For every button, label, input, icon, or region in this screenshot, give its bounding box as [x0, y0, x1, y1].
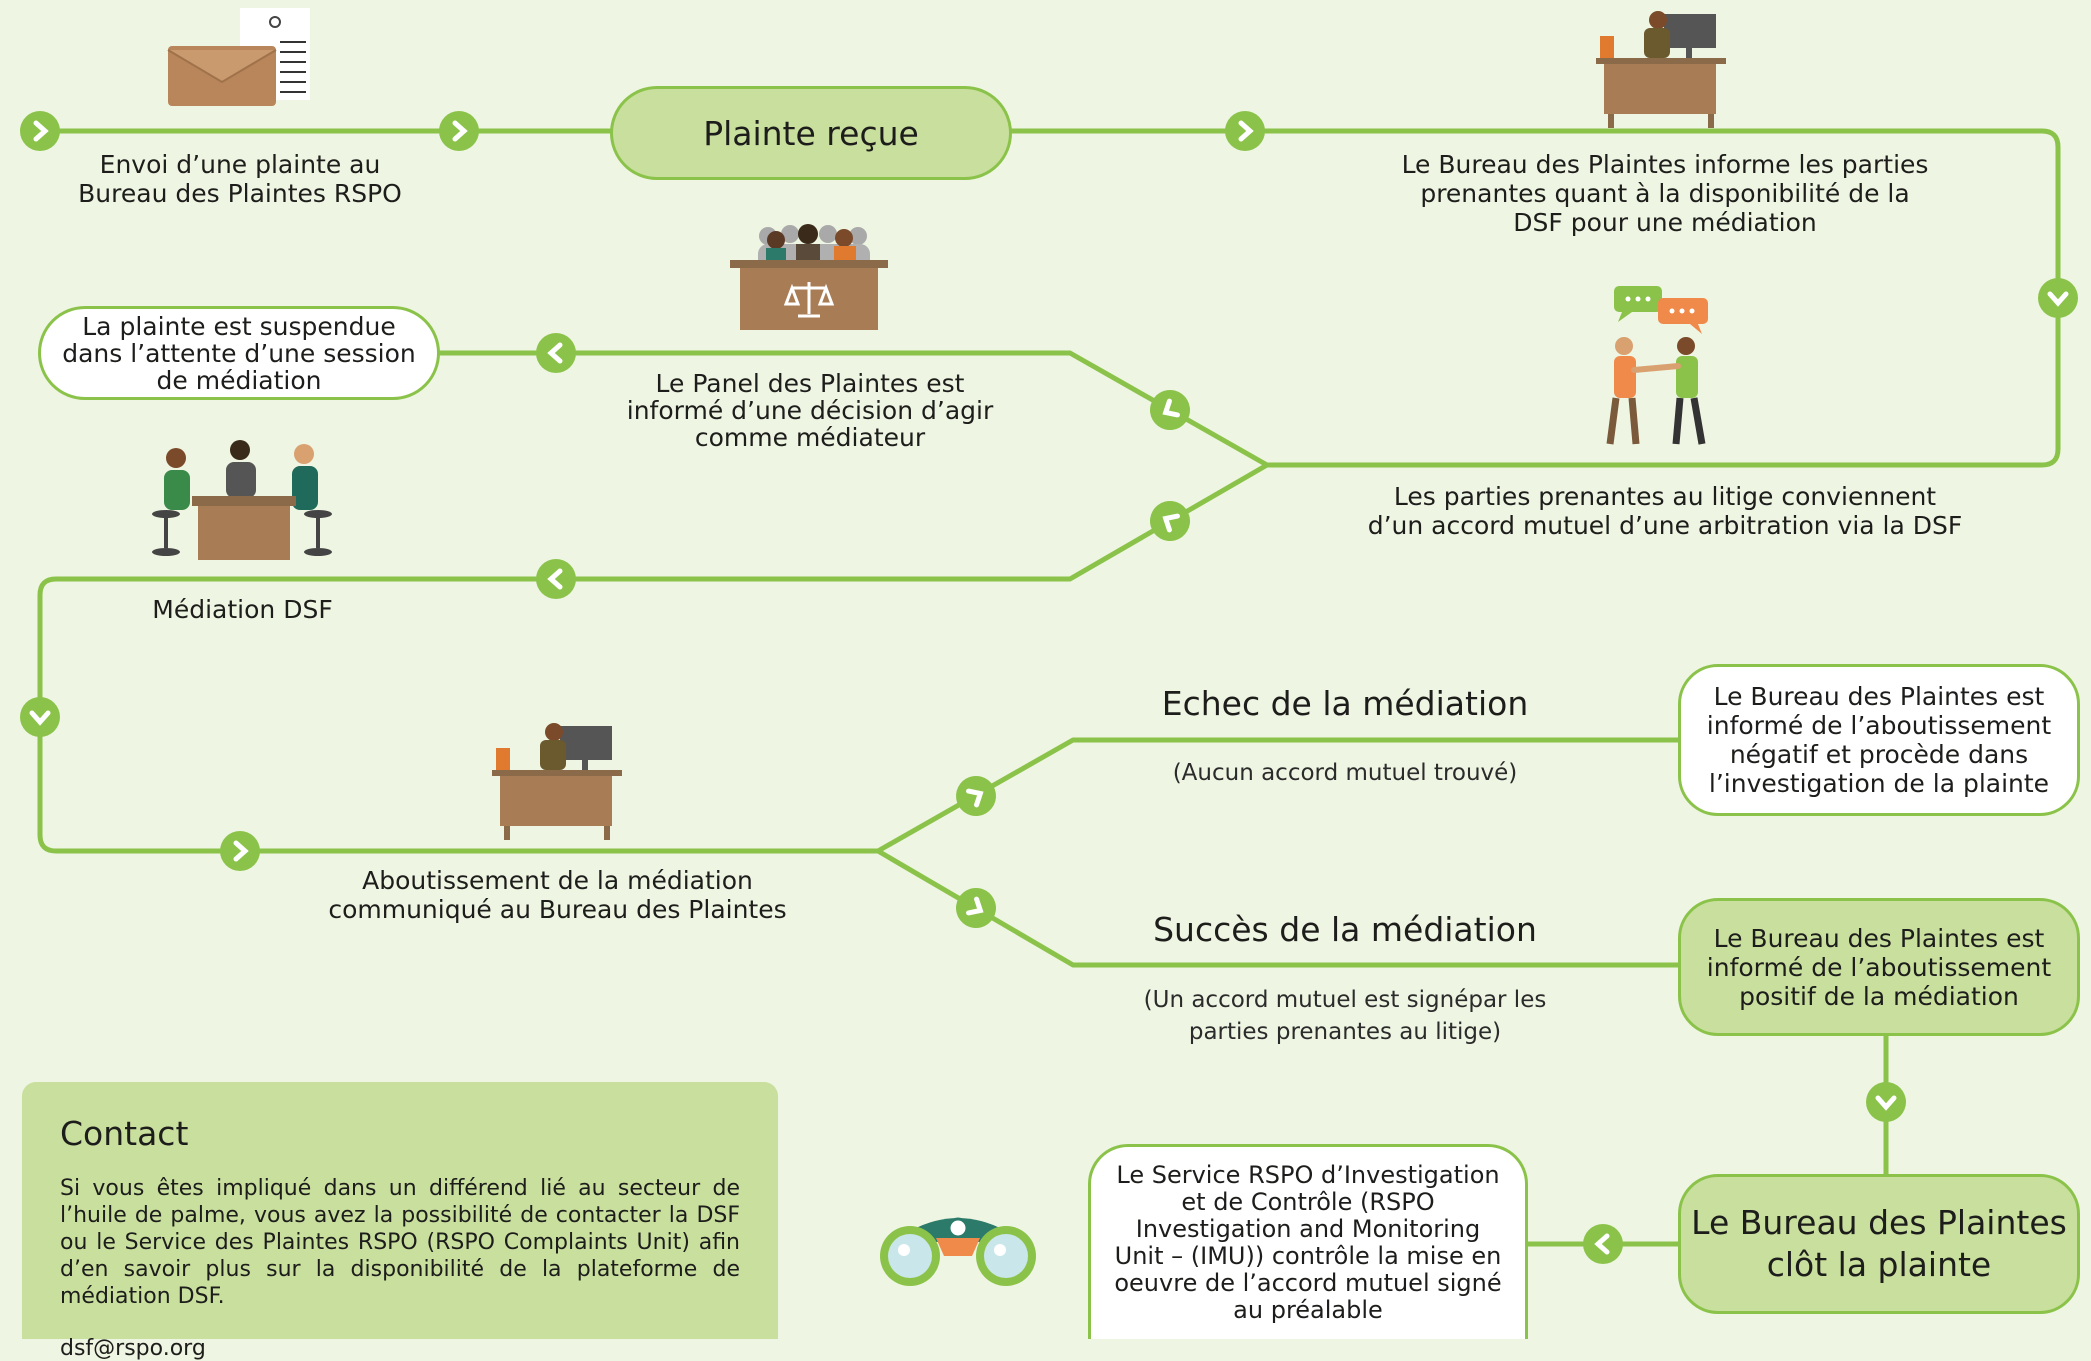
node-imu-monitors: Le Service RSPO d’Investigation et de Co…: [1088, 1144, 1528, 1339]
office-worker-icon: [1596, 11, 1726, 128]
node-complaint-sent: Envoi d’une plainte au Bureau des Plaint…: [78, 150, 402, 208]
arrow-down-right-icon: [956, 888, 996, 928]
arrow-down-icon: [1866, 1082, 1906, 1122]
arrow-right-icon: [20, 111, 60, 151]
node-complaint-suspended: La plainte est suspendue dans l’attente …: [38, 306, 440, 400]
contact-email[interactable]: dsf@rspo.org: [60, 1336, 206, 1361]
contact-title: Contact: [60, 1114, 189, 1153]
node-outcome-communicated: Aboutissement de la médiation communiqué…: [328, 866, 787, 924]
node-bureau-informs: Le Bureau des Plaintes informe les parti…: [1401, 150, 1929, 237]
arrow-right-icon: [220, 831, 260, 871]
branch-success-title: Succès de la médiation: [1153, 910, 1537, 949]
node-imu-monitors-label: Le Service RSPO d’Investigation et de Co…: [1114, 1161, 1502, 1324]
meeting-table-icon: [152, 440, 332, 560]
node-success-result-label: Le Bureau des Plaintes est informé de l’…: [1706, 923, 2052, 1011]
line-success: [876, 848, 1680, 968]
node-complaint-suspended-label: La plainte est suspendue dans l’attente …: [62, 311, 416, 395]
node-success-result: Le Bureau des Plaintes est informé de l’…: [1678, 898, 2080, 1036]
arrow-down-icon: [2038, 278, 2078, 318]
node-bureau-closes: Le Bureau des Plaintes clôt la plainte: [1678, 1174, 2080, 1314]
office-worker-icon: [492, 723, 622, 840]
arrow-down-icon: [20, 697, 60, 737]
branch-failure-note: (Aucun accord mutuel trouvé): [1172, 760, 1518, 786]
arrow-up-left-icon: [1150, 390, 1190, 430]
binoculars-icon: [880, 1217, 1036, 1286]
line-to-panel-and-suspended: [438, 350, 1269, 468]
arrow-right-icon: [439, 111, 479, 151]
node-complaint-received-label: Plainte reçue: [703, 113, 919, 153]
arrow-left-icon: [1583, 1224, 1623, 1264]
panel-judges-icon: [730, 224, 888, 330]
contact-panel: Contact Si vous êtes impliqué dans un di…: [22, 1082, 778, 1361]
arrow-left-icon: [536, 559, 576, 599]
node-panel-informed: Le Panel des Plaintes est informé d’une …: [626, 369, 994, 452]
arrow-up-right-icon: [956, 776, 996, 816]
node-parties-agree: Les parties prenantes au litige convienn…: [1367, 482, 1963, 540]
envelope-document-icon: [167, 8, 310, 106]
branch-success-note: (Un accord mutuel est signépar les parti…: [1143, 987, 1547, 1045]
handshake-icon: [1606, 286, 1708, 445]
branch-failure-title: Echec de la médiation: [1161, 684, 1529, 723]
line-failure: [876, 737, 1680, 854]
arrow-right-icon: [1225, 111, 1265, 151]
arrow-left-icon: [536, 333, 576, 373]
node-failure-result: Le Bureau des Plaintes est informé de l’…: [1678, 664, 2080, 816]
line-to-mediation-and-outcome: [37, 462, 1269, 854]
arrow-down-left-icon: [1150, 501, 1190, 541]
contact-body: Si vous êtes impliqué dans un différend …: [60, 1176, 740, 1309]
node-dsf-mediation: Médiation DSF: [152, 595, 333, 624]
markers: [20, 111, 2078, 1264]
node-complaint-received: Plainte reçue: [610, 86, 1012, 180]
node-failure-result-label: Le Bureau des Plaintes est informé de l’…: [1706, 682, 2052, 798]
node-bureau-closes-label: Le Bureau des Plaintes clôt la plainte: [1691, 1203, 2067, 1284]
